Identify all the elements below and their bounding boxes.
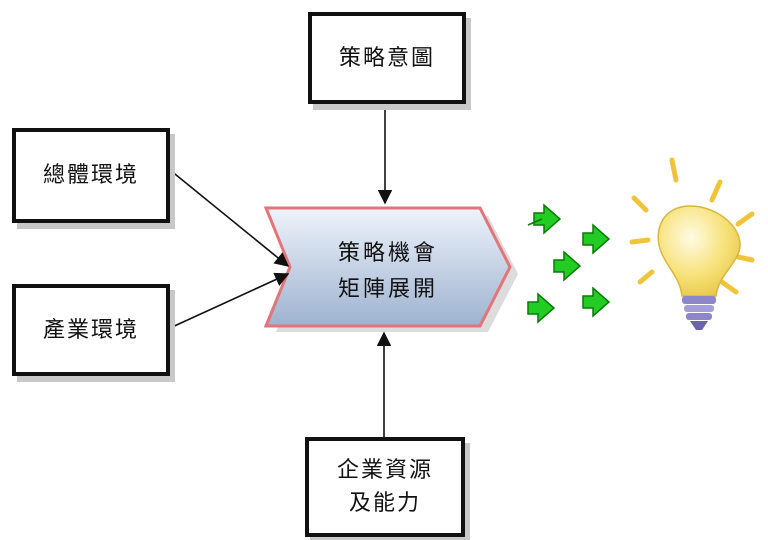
green-arrow-icon: [527, 292, 556, 324]
enterprise-resources-box: 企業資源 及能力: [305, 437, 465, 537]
enterprise-resources-label-line1: 企業資源: [336, 458, 433, 483]
green-arrow-icon: [582, 223, 611, 255]
center-label-line2: 矩陣展開: [337, 277, 438, 302]
industry-environment-label: 產業環境: [42, 317, 139, 343]
strategic-intent-label: 策略意圖: [338, 45, 435, 71]
center-label-line1: 策略機會: [337, 241, 438, 266]
green-arrow-icon: [582, 286, 611, 318]
center-label: 策略機會 矩陣展開: [300, 236, 476, 308]
green-arrow-icon: [553, 250, 582, 282]
strategic-intent-box: 策略意圖: [308, 12, 466, 104]
arrow-industry-to-center: [169, 272, 290, 329]
enterprise-resources-label-line2: 及能力: [348, 491, 421, 516]
arrow-general-to-center: [169, 169, 290, 267]
center-chevron: [263, 206, 512, 328]
general-environment-box: 總體環境: [12, 128, 170, 223]
industry-environment-box: 產業環境: [12, 284, 170, 376]
general-environment-label: 總體環境: [42, 163, 139, 188]
lightbulb-icon: [629, 157, 755, 330]
green-arrow-icon: [527, 203, 562, 235]
